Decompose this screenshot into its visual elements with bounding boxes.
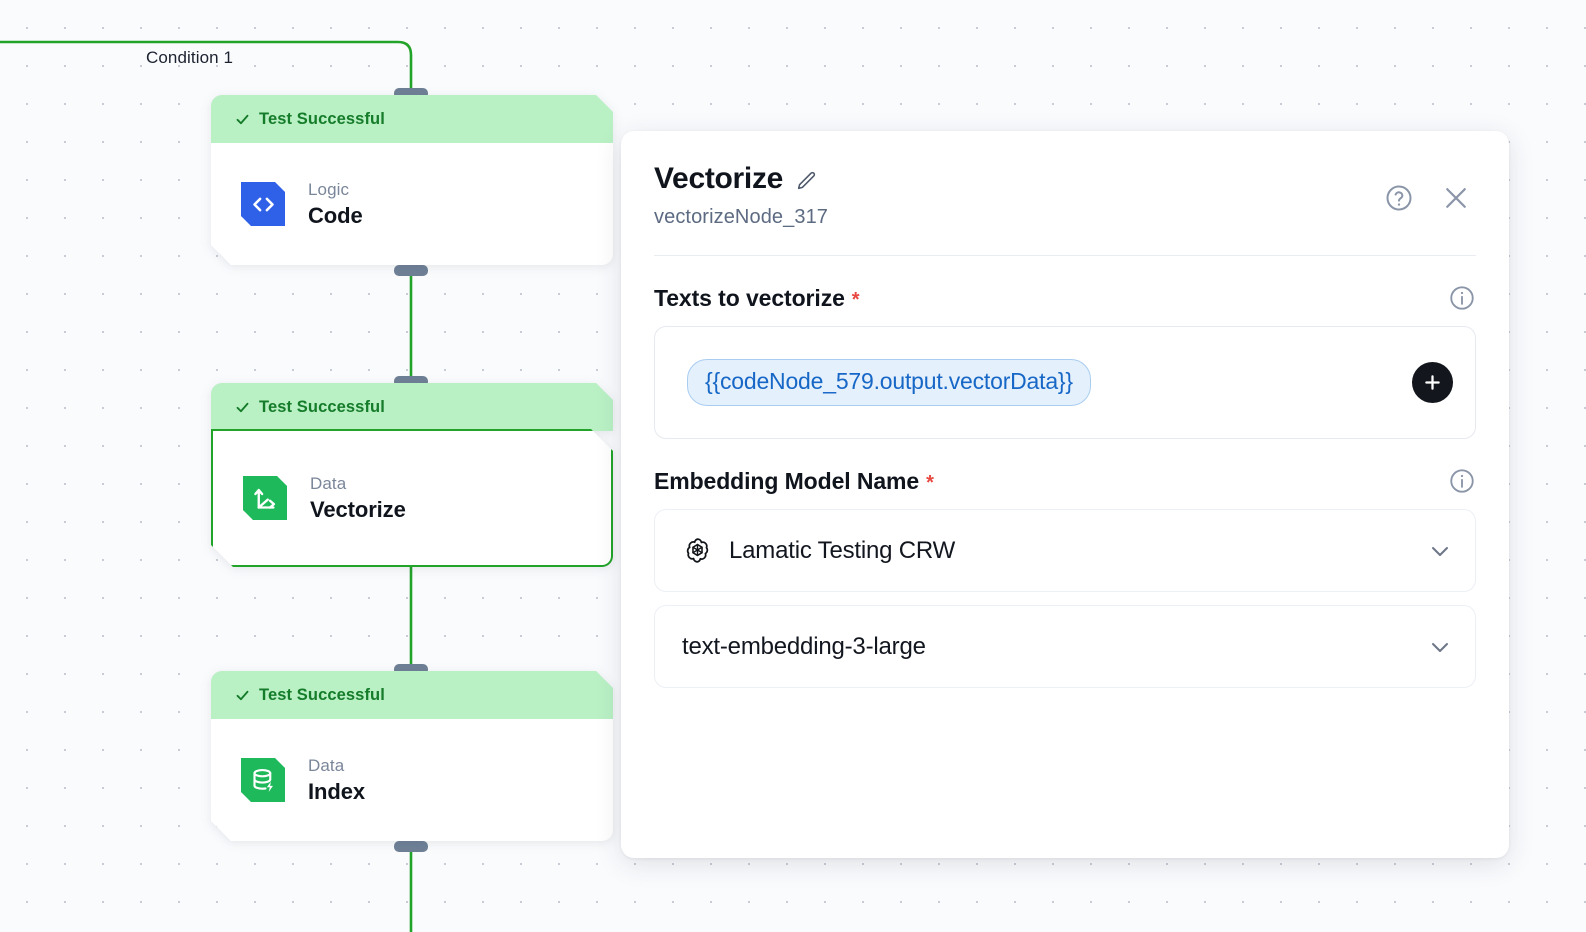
database-bolt-icon xyxy=(241,758,285,802)
model-select[interactable]: text-embedding-3-large xyxy=(654,605,1476,688)
node-body-vectorize[interactable]: Data Vectorize xyxy=(211,429,613,567)
required-marker: * xyxy=(851,288,860,311)
node-kind-label: Logic xyxy=(308,179,350,199)
node-body-code[interactable]: Logic Code xyxy=(211,143,613,265)
node-kind-label: Data xyxy=(308,755,345,775)
info-icon[interactable] xyxy=(1448,467,1476,495)
pencil-icon[interactable] xyxy=(795,170,817,192)
node-status-label: Test Successful xyxy=(259,397,385,416)
texts-to-vectorize-input[interactable]: {{codeNode_579.output.vectorData}} xyxy=(654,326,1476,439)
chevron-down-icon[interactable] xyxy=(1428,539,1452,563)
provider-value: Lamatic Testing CRW xyxy=(729,536,956,564)
field-label-texts: Texts to vectorize * xyxy=(654,284,860,312)
node-title-label: Vectorize xyxy=(310,496,406,522)
model-value: text-embedding-3-large xyxy=(682,632,926,660)
check-icon xyxy=(235,688,250,703)
variable-token-chip[interactable]: {{codeNode_579.output.vectorData}} xyxy=(687,359,1091,406)
chevron-down-icon[interactable] xyxy=(1428,635,1452,659)
field-label-texts-text: Texts to vectorize xyxy=(654,284,845,311)
openai-logo-icon xyxy=(682,535,713,566)
node-title-label: Index xyxy=(308,778,365,804)
field-label-embedding-text: Embedding Model Name xyxy=(654,467,920,494)
node-settings-panel: Vectorize vectorizeNode_317 xyxy=(621,131,1509,858)
check-icon xyxy=(235,400,250,415)
node-handle-index-out[interactable] xyxy=(394,841,428,852)
field-embedding-model-name: Embedding Model Name * xyxy=(654,467,1476,688)
node-title-label: Code xyxy=(308,202,363,228)
node-status-vectorize: Test Successful xyxy=(211,383,613,431)
field-label-embedding: Embedding Model Name * xyxy=(654,468,934,495)
node-handle-vectorize-in[interactable] xyxy=(394,376,428,387)
vector-axis-icon xyxy=(243,476,287,520)
panel-header: Vectorize vectorizeNode_317 xyxy=(621,131,1509,229)
panel-actions xyxy=(1384,183,1471,213)
close-icon[interactable] xyxy=(1441,183,1471,213)
code-icon xyxy=(241,182,285,226)
node-handle-code-in[interactable] xyxy=(394,88,428,99)
node-id-label: vectorizeNode_317 xyxy=(654,206,829,228)
node-kind-label: Data xyxy=(310,473,347,493)
add-text-button[interactable] xyxy=(1412,362,1453,403)
node-index[interactable]: Test Successful Data Index xyxy=(211,671,613,841)
check-icon xyxy=(235,112,250,127)
provider-credential-select[interactable]: Lamatic Testing CRW xyxy=(654,509,1476,592)
node-body-index[interactable]: Data Index xyxy=(211,719,613,841)
node-status-label: Test Successful xyxy=(259,109,385,128)
info-icon[interactable] xyxy=(1448,284,1476,312)
panel-body: Texts to vectorize * {{codeNode_579.outp… xyxy=(621,284,1509,688)
node-code[interactable]: Test Successful Logic Code xyxy=(211,95,613,265)
field-texts-to-vectorize: Texts to vectorize * {{codeNode_579.outp… xyxy=(654,284,1476,439)
node-status-label: Test Successful xyxy=(259,685,385,704)
page-title: Vectorize xyxy=(654,162,784,195)
edge-label-condition: Condition 1 xyxy=(146,48,234,67)
help-circle-icon[interactable] xyxy=(1384,183,1414,213)
node-status-code: Test Successful xyxy=(211,95,613,143)
node-handle-code-out[interactable] xyxy=(394,265,428,276)
node-handle-index-in[interactable] xyxy=(394,664,428,675)
node-status-index: Test Successful xyxy=(211,671,613,719)
node-vectorize[interactable]: Test Successful Data Vectorize xyxy=(211,383,613,567)
required-marker: * xyxy=(926,471,934,494)
panel-divider xyxy=(654,255,1476,256)
